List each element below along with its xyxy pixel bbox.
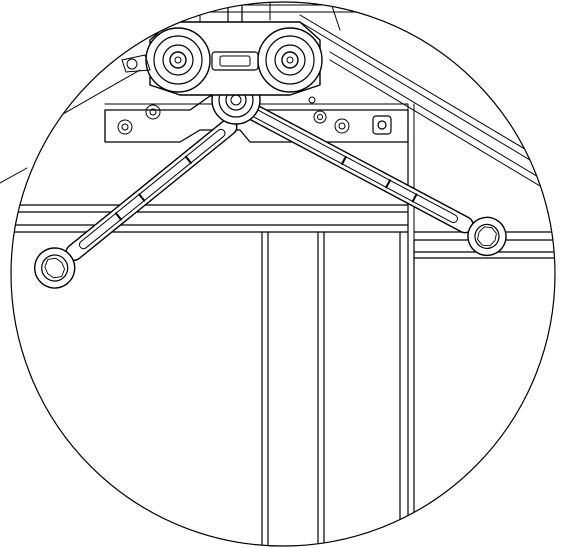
bolt-icon xyxy=(117,119,133,135)
sliding-door-roller-carriage xyxy=(121,3,323,96)
hex-bolt-icon xyxy=(372,115,392,135)
leader-line xyxy=(0,167,28,184)
roller-wheel-icon xyxy=(145,27,211,93)
ring-wrench-left xyxy=(34,118,238,289)
bolt-icon xyxy=(334,118,350,134)
bolt-icon xyxy=(313,110,327,124)
bolt-icon xyxy=(145,104,161,120)
door-frame-profiles xyxy=(11,141,555,546)
detail-callout-circle xyxy=(10,1,556,547)
roller-wheel-icon xyxy=(257,27,323,93)
